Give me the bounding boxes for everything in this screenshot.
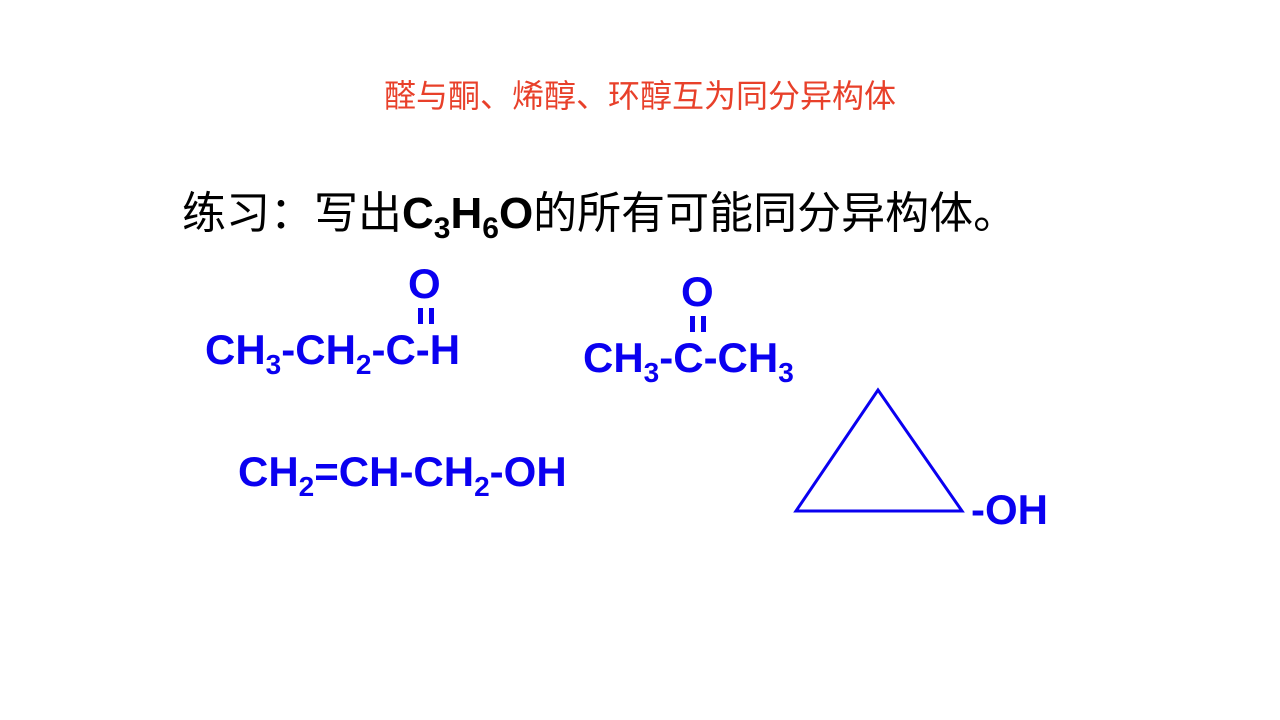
- acetone-double-bond: [690, 316, 706, 332]
- propanal-sub-2: 2: [355, 349, 372, 380]
- allyl-sub-2: 2: [474, 471, 490, 502]
- propanal-oxygen: O: [408, 260, 441, 307]
- propanal-sub-1: 3: [265, 349, 282, 380]
- allyl-alcohol-formula: CH2=CH-CH2-OH: [238, 448, 567, 501]
- exercise-suffix: 的所有可能同分异构体。: [533, 188, 1018, 239]
- exercise-prefix: 练习：写出: [182, 188, 402, 239]
- propanal-part-1: CH: [205, 326, 266, 373]
- propanal-part-2: -CH: [281, 326, 356, 373]
- cyclopropanol-hydroxyl: -OH: [971, 486, 1048, 533]
- acetone-sub-2: 3: [778, 357, 794, 388]
- formula-h-sub: 6: [482, 212, 499, 245]
- formula-o: O: [498, 189, 534, 238]
- allyl-sub-1: 2: [298, 471, 315, 502]
- acetone-formula: CH3-C-CH3: [583, 334, 794, 387]
- cyclopropane-triangle: [793, 387, 965, 513]
- propanal-part-3: -C-H: [371, 326, 461, 373]
- allyl-part-2: =CH-CH: [314, 448, 475, 495]
- acetone-part-1: CH: [583, 334, 644, 381]
- exercise-prompt: 练习：写出C3H6O的所有可能同分异构体。: [182, 186, 1018, 244]
- molecular-formula: C3H6O: [402, 189, 534, 244]
- formula-c-sub: 3: [433, 212, 451, 245]
- allyl-part-1: CH: [238, 448, 299, 495]
- acetone-part-2: -C-CH: [659, 334, 779, 381]
- acetone-oxygen: O: [681, 268, 714, 315]
- propanal-formula: CH3-CH2-C-H: [205, 326, 461, 379]
- allyl-part-3: -OH: [489, 448, 567, 495]
- formula-h: H: [450, 189, 483, 238]
- slide-title: 醛与酮、烯醇、环醇互为同分异构体: [383, 77, 896, 115]
- acetone-sub-1: 3: [643, 357, 660, 388]
- formula-c: C: [402, 189, 434, 238]
- propanal-double-bond: [418, 308, 434, 324]
